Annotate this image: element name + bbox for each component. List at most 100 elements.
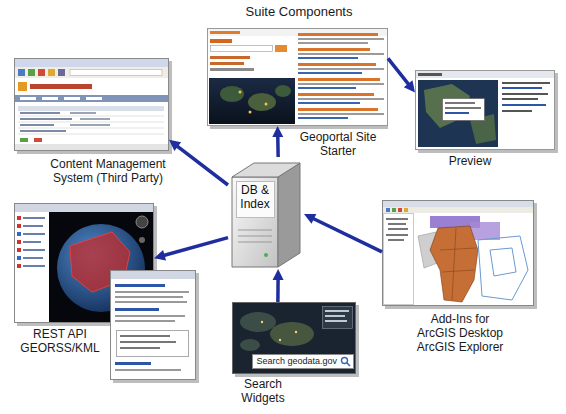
geoportal-screenshot-part bbox=[298, 78, 380, 81]
geoportal-screenshot-part bbox=[298, 57, 358, 59]
rest-api-screenshot-part bbox=[15, 204, 153, 212]
connector-line bbox=[163, 238, 228, 256]
magnifier-icon-part bbox=[347, 363, 350, 366]
search-widget-screenshot-part bbox=[295, 331, 297, 333]
kml-window-screenshot-part bbox=[111, 271, 195, 279]
geoportal-screenshot-part bbox=[298, 38, 384, 40]
rest-api-screenshot-part bbox=[23, 225, 43, 227]
search-widget-screenshot-part bbox=[279, 339, 281, 341]
cms-screenshot-part bbox=[20, 124, 54, 126]
rest-api-screenshot-part bbox=[23, 233, 45, 235]
geoportal-screenshot-part bbox=[298, 42, 368, 44]
kml-window-screenshot-part bbox=[115, 315, 185, 317]
kml-window-screenshot bbox=[111, 271, 200, 384]
kml-window-screenshot-part bbox=[115, 291, 189, 293]
arcgis-screenshot-part bbox=[398, 208, 402, 212]
rest-api-screenshot-part bbox=[136, 216, 148, 228]
magnifier-icon-part bbox=[342, 358, 348, 364]
kml-window-screenshot-part bbox=[111, 271, 196, 380]
node-caption: Content Management System (Third Party) bbox=[38, 157, 178, 185]
rest-api-screenshot-part bbox=[23, 249, 45, 251]
server-icon-part bbox=[264, 253, 268, 257]
connector-line bbox=[276, 135, 280, 157]
kml-window-screenshot-part bbox=[117, 331, 189, 357]
arcgis-screenshot-part bbox=[442, 270, 474, 272]
preview-screenshot-part bbox=[416, 71, 554, 78]
cms-screenshot-part bbox=[18, 82, 27, 91]
cms-screenshot-part bbox=[15, 59, 168, 67]
cms-screenshot-part bbox=[70, 112, 96, 114]
cms-screenshot-part bbox=[18, 122, 164, 123]
geoportal-node: Geoportal Site Starter bbox=[207, 28, 388, 126]
server-icon bbox=[232, 163, 300, 267]
kml-window-screenshot-part bbox=[115, 308, 159, 311]
arcgis-screenshot-part bbox=[383, 201, 533, 207]
cms-screenshot-part bbox=[18, 128, 164, 129]
preview-screenshot-part bbox=[502, 104, 546, 106]
arcgis-screenshot-part bbox=[386, 234, 408, 236]
preview-screenshot-part bbox=[445, 102, 475, 104]
server-icon-part bbox=[238, 242, 272, 243]
rest-api-screenshot-part bbox=[17, 256, 21, 260]
geoportal-screenshot-part bbox=[298, 113, 384, 115]
cms-screenshot bbox=[15, 59, 173, 155]
kml-window-screenshot-part bbox=[115, 301, 187, 303]
arcgis-screenshot-part bbox=[386, 218, 408, 220]
cms-node: Content Management System (Third Party) bbox=[14, 58, 169, 151]
cms-screenshot-part bbox=[20, 130, 66, 132]
arcgis-screenshot-part bbox=[388, 228, 408, 230]
geoportal-screenshot-part bbox=[298, 33, 378, 36]
rest-api-screenshot-part bbox=[23, 217, 45, 219]
cms-screenshot-part bbox=[58, 69, 65, 76]
geoportal-screenshot bbox=[208, 29, 389, 130]
cms-screenshot-part bbox=[20, 138, 28, 142]
kml-window-screenshot-part bbox=[115, 296, 183, 298]
geoportal-screenshot-part bbox=[249, 111, 252, 114]
geoportal-screenshot-part bbox=[239, 91, 242, 94]
node-caption: Search Widgets bbox=[232, 377, 294, 405]
rest-api-screenshot-part bbox=[17, 248, 21, 252]
arcgis-screenshot-part bbox=[452, 228, 456, 300]
magnifier-icon bbox=[340, 356, 351, 367]
geoportal-screenshot-part bbox=[210, 31, 240, 34]
cms-screenshot-part bbox=[15, 95, 168, 102]
search-widget-screenshot-part bbox=[240, 312, 276, 332]
preview-screenshot-part bbox=[418, 80, 498, 147]
arcgis-screenshot-part bbox=[490, 248, 516, 276]
geoportal-screenshot-part bbox=[298, 117, 348, 119]
server-icon-part bbox=[278, 163, 300, 267]
database-server: DB & Index bbox=[228, 157, 304, 269]
cms-screenshot-part bbox=[86, 97, 102, 100]
geoportal-screenshot-part bbox=[298, 108, 378, 111]
search-widget-screenshot-part bbox=[261, 321, 263, 323]
kml-window-screenshot-part bbox=[120, 335, 170, 337]
geoportal-screenshot-part bbox=[298, 63, 376, 66]
node-caption: Add-Ins for ArcGIS Desktop ArcGIS Explor… bbox=[413, 312, 507, 354]
kml-window-screenshot-part bbox=[115, 320, 175, 322]
cms-screenshot-part bbox=[30, 84, 92, 89]
arrow-connector bbox=[388, 58, 415, 92]
rest-api-screenshot-part bbox=[23, 265, 45, 267]
geoportal-screenshot-part bbox=[208, 29, 388, 126]
geoportal-screenshot-part bbox=[298, 93, 374, 96]
preview-node: Preview bbox=[415, 70, 555, 150]
geoportal-screenshot-part bbox=[210, 68, 254, 71]
cms-screenshot-part bbox=[20, 97, 36, 100]
search-widget-screenshot bbox=[233, 303, 360, 378]
geoportal-screenshot-part bbox=[275, 85, 291, 97]
rest-api-screenshot-part bbox=[17, 264, 21, 268]
geoportal-screenshot-part bbox=[211, 46, 273, 52]
kml-window-screenshot-part bbox=[115, 362, 151, 365]
cms-screenshot-part bbox=[38, 69, 45, 76]
cms-screenshot-part bbox=[15, 59, 169, 151]
search-widget-screenshot-part bbox=[270, 322, 314, 346]
connector-line bbox=[276, 278, 280, 302]
cms-screenshot-part bbox=[20, 112, 60, 114]
arrowhead bbox=[272, 126, 283, 137]
arcgis-screenshot-part bbox=[388, 239, 404, 241]
geoportal-screenshot-part bbox=[208, 29, 387, 36]
arrowhead bbox=[273, 269, 284, 280]
preview-screenshot-part bbox=[443, 99, 485, 121]
arrowhead bbox=[154, 250, 166, 261]
cms-screenshot-part bbox=[20, 118, 72, 120]
